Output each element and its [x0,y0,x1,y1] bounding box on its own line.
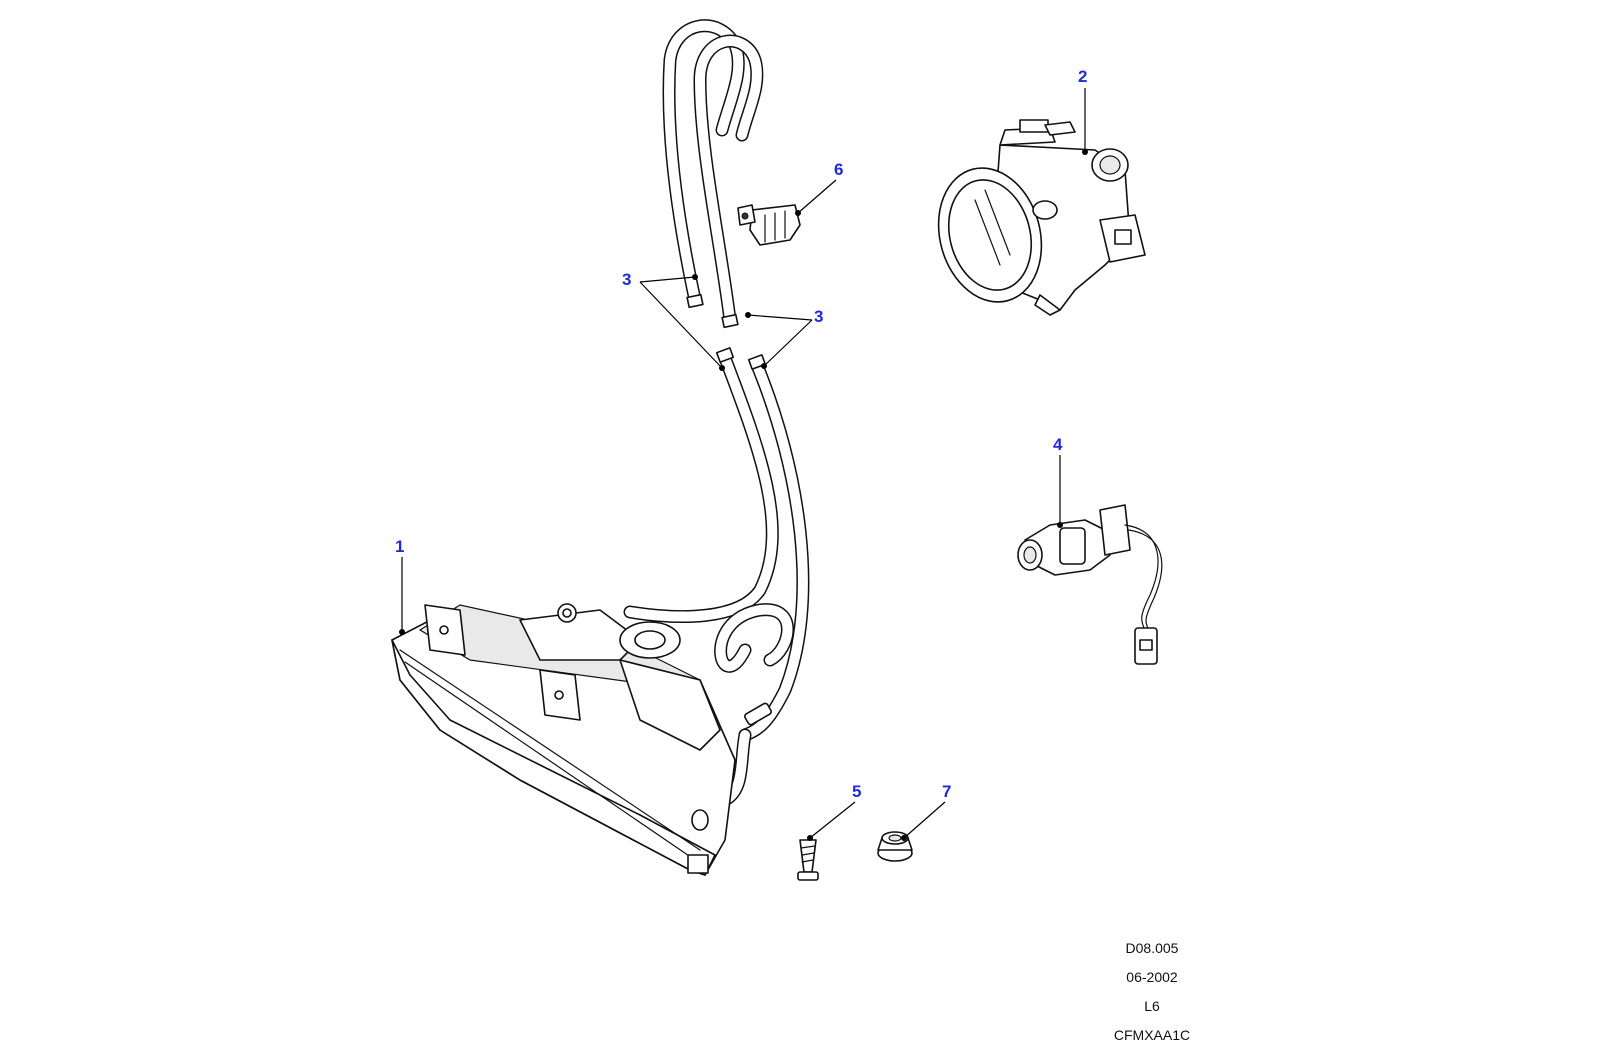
flange-nut [877,831,913,862]
reference-figure-id: CFMXAA1C [1113,1027,1191,1043]
callout-6: 6 [834,160,843,179]
reference-code: D08.005 [1125,940,1179,956]
callout-4: 4 [1053,435,1063,454]
callout-7: 7 [942,782,951,801]
callout-1: 1 [395,537,404,556]
callout-2: 2 [1078,67,1087,86]
screw [797,839,819,881]
reference-model: L6 [1144,998,1160,1014]
headlamp-washer-unit [391,603,736,876]
fog-lamp [937,119,1146,316]
fog-lamp-bulb [1017,504,1163,665]
washer-hose-assembly [623,19,810,807]
reference-date: 06-2002 [1126,969,1178,985]
callout-3-right: 3 [814,307,823,326]
leader-lines [399,88,1088,841]
callout-3-left: 3 [622,270,631,289]
hose-clip [737,204,801,246]
callout-5: 5 [852,782,861,801]
